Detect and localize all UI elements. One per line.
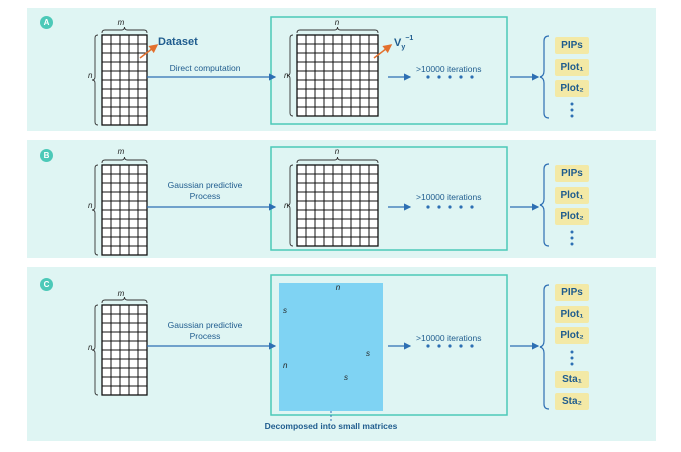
dataset-pointer-arrow [139,44,159,59]
panel-b-input-matrix [101,164,148,256]
vinv-pointer-arrow [373,44,393,59]
panel-b-output-plot1: Plot₁ [555,187,589,204]
panel-c-small-cols: s [366,349,370,358]
panel-a-middle-box [270,16,508,125]
panel-a-mid-rows: n [284,71,289,80]
panel-c-wide-rows: s [283,306,287,315]
panel-c-wide-cols: n [336,283,341,292]
panel-a-output-plot1: Plot₁ [555,59,589,76]
panel-c-output-sta2: Sta₂ [555,393,589,410]
panel-c-output-pips: PIPs [555,284,589,301]
panel-a-input-top-brace [101,26,148,34]
panel-b-mid-left-brace [286,164,294,247]
iteration-dots [426,75,474,348]
panel-b-mid-rows: n [284,201,289,210]
panel-c-badge: C [40,278,53,291]
panel-b-mid-top-brace [296,156,379,164]
panel-c-output-bracket [539,284,550,410]
panel-c-tall-rows: n [283,361,288,370]
panel-a-output-plot2: Plot₂ [555,80,589,97]
panel-b-input-left-brace [91,164,99,256]
panel-a-dataset-label: Dataset [158,36,198,48]
panel-b-arrow-label-2: Process [190,191,221,201]
panel-a-input-matrix [101,34,148,126]
panel-b-arrow-label-1: Gaussian predictive [168,180,243,190]
panel-c-output-sta1: Sta₁ [555,371,589,388]
panel-a-mid-left-brace [286,34,294,117]
panel-a-middle-matrix [296,34,379,117]
panel-b-badge: B [40,149,53,162]
panel-c-input-matrix [101,304,148,396]
panel-b-mid-cols: n [335,147,340,156]
panel-b-middle-matrix [296,164,379,247]
panel-a-mid-top-brace [296,26,379,34]
panel-b-output-pips: PIPs [555,165,589,182]
panel-a-input-left-brace [91,34,99,126]
panel-b-input-rows: n [88,201,93,210]
panel-b-input-cols: m [118,147,125,156]
panel-a-arrow-label: Direct computation [170,63,241,73]
panel-a-input-cols: m [118,18,125,27]
output-more-dots [570,102,574,366]
panel-a-badge: A [40,16,53,29]
panel-c-input-cols: m [118,289,125,298]
panel-c-decomposed-bg [279,283,383,411]
panel-c-input-top-brace [101,296,148,304]
panel-c-arrow-label-2: Process [190,331,221,341]
panel-a-vinv-label: Vy−1 [394,35,413,51]
panel-a-input-rows: n [88,71,93,80]
panel-c-arrow-label-1: Gaussian predictive [168,320,243,330]
panel-c-output-plot2: Plot₂ [555,327,589,344]
panel-a-output-pips: PIPs [555,37,589,54]
decomposed-caption: Decomposed into small matrices [265,421,398,431]
panel-a-output-bracket [539,35,550,119]
panel-b-output-bracket [539,163,550,247]
panel-b-iterations: >10000 iterations [416,192,481,202]
panel-b-middle-box [270,146,508,251]
panel-c-input-rows: n [88,343,93,352]
panel-a-mid-cols: n [335,18,340,27]
panel-c-output-plot1: Plot₁ [555,306,589,323]
panel-b-input-top-brace [101,156,148,164]
panel-a-iterations: >10000 iterations [416,64,481,74]
panel-c-input-left-brace [91,304,99,396]
panel-c-iterations: >10000 iterations [416,333,481,343]
panel-c-small-rows: s [344,373,348,382]
panel-b-output-plot2: Plot₂ [555,208,589,225]
